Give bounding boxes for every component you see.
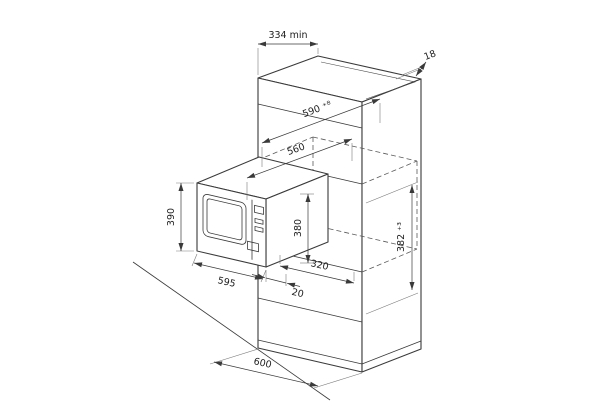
plinth-line-front [257,339,363,365]
door-window-frame [202,194,247,245]
dimension-380: 380 [293,193,314,264]
door-open-button [247,240,259,253]
dimension-600: 600 [209,348,363,389]
dim-label-depth-320: 320 [309,258,329,273]
dimension-382: 382 ⁺³ [365,181,419,315]
dim-label-top-depth: 334 min [268,30,307,41]
dim-label-inner-height: 380 [293,219,304,237]
dim-label-oven-width: 595 [216,275,236,290]
control-button [254,225,264,233]
dim-label-niche-height: 382 ⁺³ [396,222,407,252]
dimension-595: 595 [191,253,267,290]
door-window-glass [206,198,243,241]
dimension-18: 18 [395,48,438,80]
display [254,204,264,215]
dim-label-gap-20: 20 [290,287,304,300]
dimension-20: 20 [251,270,305,300]
dim-label-panel-thickness: 18 [422,48,437,63]
microwave-front-face [196,182,267,268]
plinth-line-side [361,340,422,365]
top-panel-edge [320,61,417,100]
dimension-334-min: 334 min [257,30,319,75]
dim-label-base-width: 600 [252,356,272,371]
dimension-320: 320 [279,255,355,284]
dim-label-oven-height: 390 [166,208,177,226]
control-button [254,217,264,225]
dimension-390: 390 [166,182,194,252]
